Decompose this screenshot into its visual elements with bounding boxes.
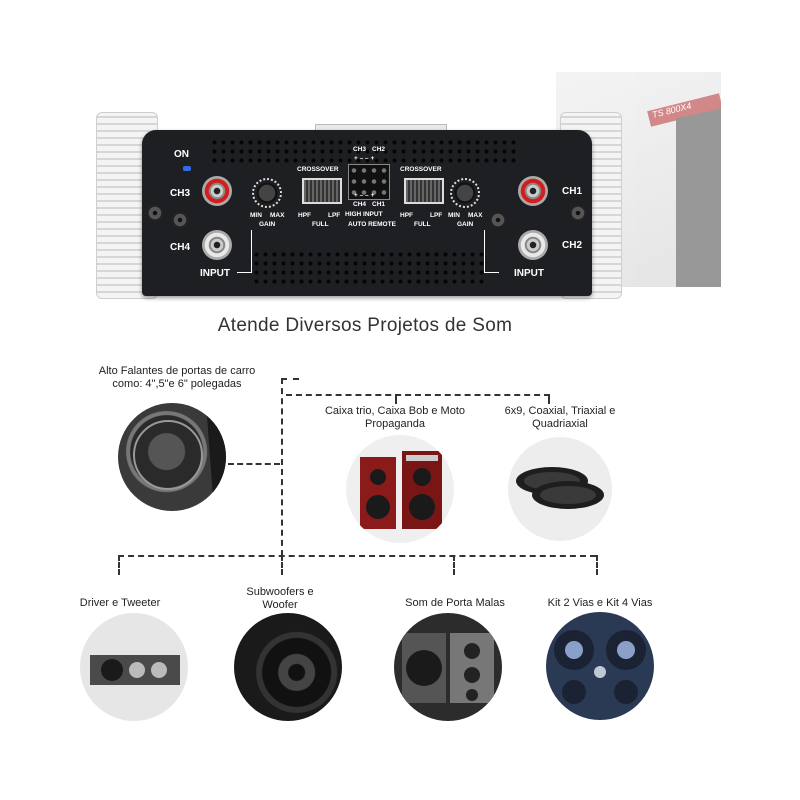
connector-drop-trio bbox=[395, 394, 397, 404]
input-bracket-left bbox=[237, 230, 252, 273]
ch4-label: CH4 bbox=[170, 242, 191, 253]
vent-holes-top-left bbox=[210, 138, 410, 164]
label-driver-tweeter: Driver e Tweeter bbox=[79, 597, 161, 609]
trio-box-image bbox=[346, 435, 454, 543]
vent-holes-bottom bbox=[252, 250, 484, 286]
gain-max-right: MAX bbox=[468, 212, 483, 219]
label-kits: Kit 2 Vias e Kit 4 Vias bbox=[547, 597, 653, 609]
rca-jack-ch3-red[interactable] bbox=[202, 176, 232, 206]
on-label: ON bbox=[174, 149, 189, 160]
input-bracket-right bbox=[484, 230, 499, 273]
vent-holes-top-right bbox=[410, 138, 518, 164]
label-door-speakers: Alto Falantes de portas de carro como: 4… bbox=[98, 365, 256, 390]
connector-drop-driver bbox=[118, 555, 120, 575]
connector-vertical-main bbox=[281, 378, 283, 556]
crossover-label-left: CROSSOVER bbox=[297, 166, 339, 173]
oval-speakers-icon bbox=[516, 467, 604, 509]
input-label-right: INPUT bbox=[514, 268, 544, 279]
connector-bottom-row bbox=[118, 555, 596, 557]
label-trunk-sound: Som de Porta Malas bbox=[405, 597, 505, 609]
connector-drop-trunk bbox=[453, 555, 455, 575]
gain-knob-left[interactable] bbox=[252, 178, 282, 208]
door-speaker-grille-icon bbox=[133, 403, 226, 511]
ch3-label: CH3 bbox=[170, 188, 191, 199]
crossover-switch-right[interactable] bbox=[404, 178, 444, 204]
coaxial-speaker-image bbox=[508, 437, 612, 541]
high-input-label: HIGH INPUT bbox=[345, 211, 383, 218]
high-input-terminal[interactable] bbox=[348, 164, 390, 200]
speaker-cabinets-icon bbox=[360, 451, 442, 529]
label-subwoofers: Subwoofers e Woofer bbox=[246, 586, 314, 611]
door-speaker-image bbox=[118, 403, 226, 511]
terminal-signs-top: + – – + bbox=[354, 155, 375, 162]
hpf-label-left: HPF bbox=[298, 212, 311, 219]
hpf-label-right: HPF bbox=[400, 212, 413, 219]
auto-remote-label: AUTO REMOTE bbox=[348, 221, 396, 228]
connector-door bbox=[228, 463, 280, 465]
connector-drop-coaxial bbox=[548, 394, 550, 404]
ch2-label: CH2 bbox=[562, 240, 583, 251]
full-label-right: FULL bbox=[414, 221, 431, 228]
label-trio-box: Caixa trio, Caixa Bob e Moto Propaganda bbox=[324, 405, 465, 430]
rca-jack-ch4-white[interactable] bbox=[202, 230, 232, 260]
crossover-label-right: CROSSOVER bbox=[400, 166, 442, 173]
power-led-icon bbox=[183, 166, 191, 171]
connector-top-stub bbox=[281, 378, 299, 380]
ch1-label: CH1 bbox=[562, 186, 583, 197]
kits-image bbox=[546, 612, 654, 720]
gain-knob-right[interactable] bbox=[450, 178, 480, 208]
rca-jack-ch1-red[interactable] bbox=[518, 176, 548, 206]
rca-jack-ch2-white[interactable] bbox=[518, 230, 548, 260]
amplifier-front-panel: ON CH3 CH4 CH1 CH2 MIN MAX GAIN CROSSOVE… bbox=[142, 130, 592, 296]
gain-max-left: MAX bbox=[270, 212, 285, 219]
connector-drop-kits bbox=[596, 555, 598, 575]
crossover-switch-left[interactable] bbox=[302, 178, 342, 204]
terminal-ch1-bottom: CH1 bbox=[372, 201, 386, 208]
gain-min-right: MIN bbox=[448, 212, 460, 219]
tweeter-box-icon bbox=[90, 655, 180, 685]
gain-label-right: GAIN bbox=[457, 221, 474, 228]
terminal-signs-bottom: + – – + bbox=[354, 192, 375, 199]
screw-left bbox=[147, 205, 163, 221]
trunk-speakers-icon bbox=[402, 633, 494, 703]
lpf-label-right: LPF bbox=[430, 212, 443, 219]
screw-right bbox=[570, 205, 586, 221]
label-coaxial: 6x9, Coaxial, Triaxial e Quadriaxial bbox=[504, 405, 616, 430]
terminal-ch4-bottom: CH4 bbox=[353, 201, 367, 208]
terminal-ch3-top: CH3 bbox=[353, 146, 367, 153]
screw-left-inner bbox=[172, 212, 188, 228]
lpf-label-left: LPF bbox=[328, 212, 341, 219]
section-title: Atende Diversos Projetos de Som bbox=[217, 315, 513, 336]
speaker-kit-icon bbox=[554, 630, 646, 704]
screw-right-inner bbox=[490, 212, 506, 228]
connector-top-row bbox=[286, 394, 550, 396]
gain-label-left: GAIN bbox=[259, 221, 276, 228]
background-panel-shape bbox=[676, 105, 721, 287]
driver-tweeter-image bbox=[80, 613, 188, 721]
subwoofer-image bbox=[234, 613, 342, 721]
trunk-sound-image bbox=[394, 613, 502, 721]
gain-min-left: MIN bbox=[250, 212, 262, 219]
terminal-ch2-top: CH2 bbox=[372, 146, 386, 153]
full-label-left: FULL bbox=[312, 221, 329, 228]
input-label-left: INPUT bbox=[200, 268, 230, 279]
connector-drop-sub bbox=[281, 555, 283, 575]
